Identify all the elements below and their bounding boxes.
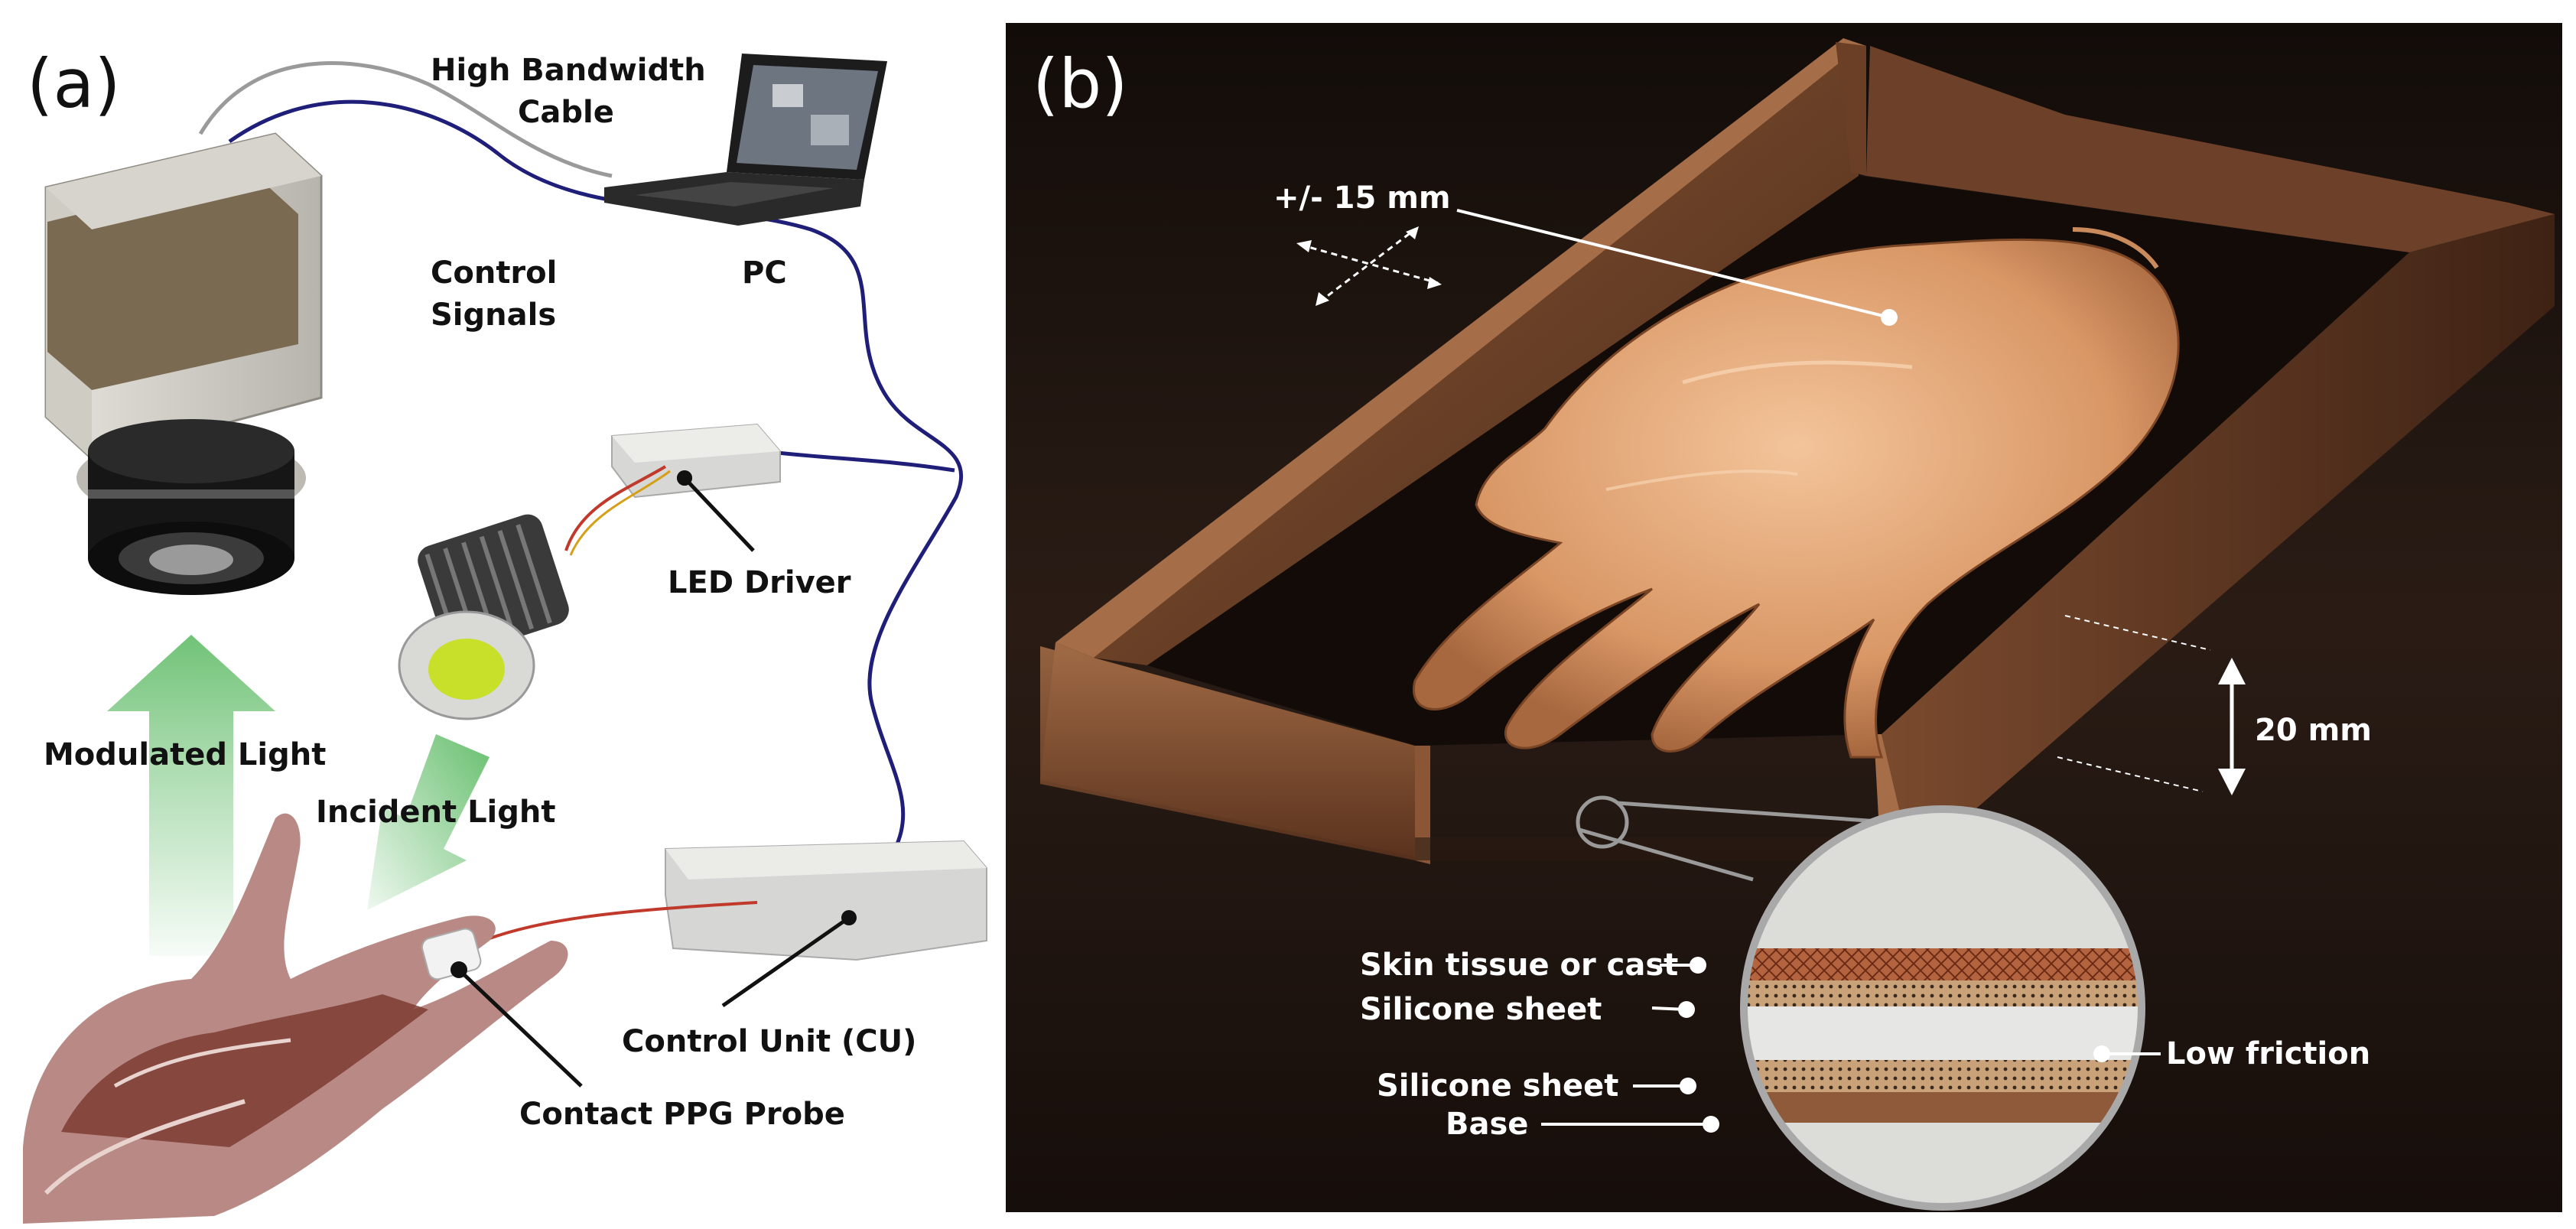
panel-b: (b) +/- 15 mm 20 mm Skin tissue or cast …	[1006, 23, 2562, 1212]
control-label: Control	[431, 255, 557, 291]
cable-label: Cable	[518, 95, 614, 130]
control-unit-box	[665, 840, 987, 961]
silicone-sheet-bottom-label: Silicone sheet	[1377, 1068, 1618, 1104]
low-friction-label: Low friction	[2166, 1036, 2370, 1071]
displacement-arrows	[1299, 228, 1439, 304]
panel-a-label: (a)	[27, 44, 121, 123]
zoom-detail	[1740, 805, 2145, 1211]
modulated-light-label: Modulated Light	[44, 737, 326, 772]
height-top-line	[2064, 615, 2211, 651]
dummy-hand	[1413, 227, 2180, 759]
led-driver-box	[611, 423, 781, 499]
control-signal-cable	[228, 99, 963, 850]
base-label: Base	[1446, 1107, 1528, 1142]
panel-a: (a) High Bandwidth Cable PC Control Sign…	[23, 44, 987, 1224]
high-bandwidth-label: High Bandwidth	[431, 53, 706, 88]
probe-leader	[457, 968, 583, 1088]
silicone-sheet-top-label: Silicone sheet	[1360, 992, 1602, 1027]
displacement-leader	[1456, 209, 1890, 319]
modulated-light-arrow	[107, 635, 275, 956]
pc-label: PC	[742, 255, 787, 291]
contact-ppg-probe-label: Contact PPG Probe	[519, 1097, 845, 1132]
zoom-source-ring	[1576, 795, 1629, 849]
incident-light-arrow	[367, 734, 490, 910]
skin-tissue-label: Skin tissue or cast	[1360, 948, 1678, 983]
incident-light-label: Incident Light	[316, 795, 556, 830]
height-label: 20 mm	[2255, 713, 2372, 748]
led-driver-leader	[683, 476, 755, 552]
laptop	[604, 54, 887, 226]
zoom-leaders	[1541, 964, 2161, 1126]
led-driver-cable	[764, 449, 955, 473]
signals-label: Signals	[431, 297, 556, 333]
hand-illustration	[23, 813, 568, 1224]
probe-wire	[473, 901, 758, 946]
led-wire-2	[569, 470, 671, 556]
displacement-label: +/- 15 mm	[1273, 180, 1451, 216]
control-unit-label: Control Unit (CU)	[622, 1024, 916, 1059]
height-bottom-line	[2057, 756, 2204, 792]
camera	[44, 132, 323, 595]
high-bandwidth-cable	[198, 60, 613, 178]
led-wire	[564, 465, 667, 551]
led-heatsink	[398, 514, 569, 720]
panel-b-label: (b)	[1033, 44, 1128, 123]
control-unit-leader	[721, 915, 851, 1008]
led-driver-label: LED Driver	[668, 565, 851, 600]
